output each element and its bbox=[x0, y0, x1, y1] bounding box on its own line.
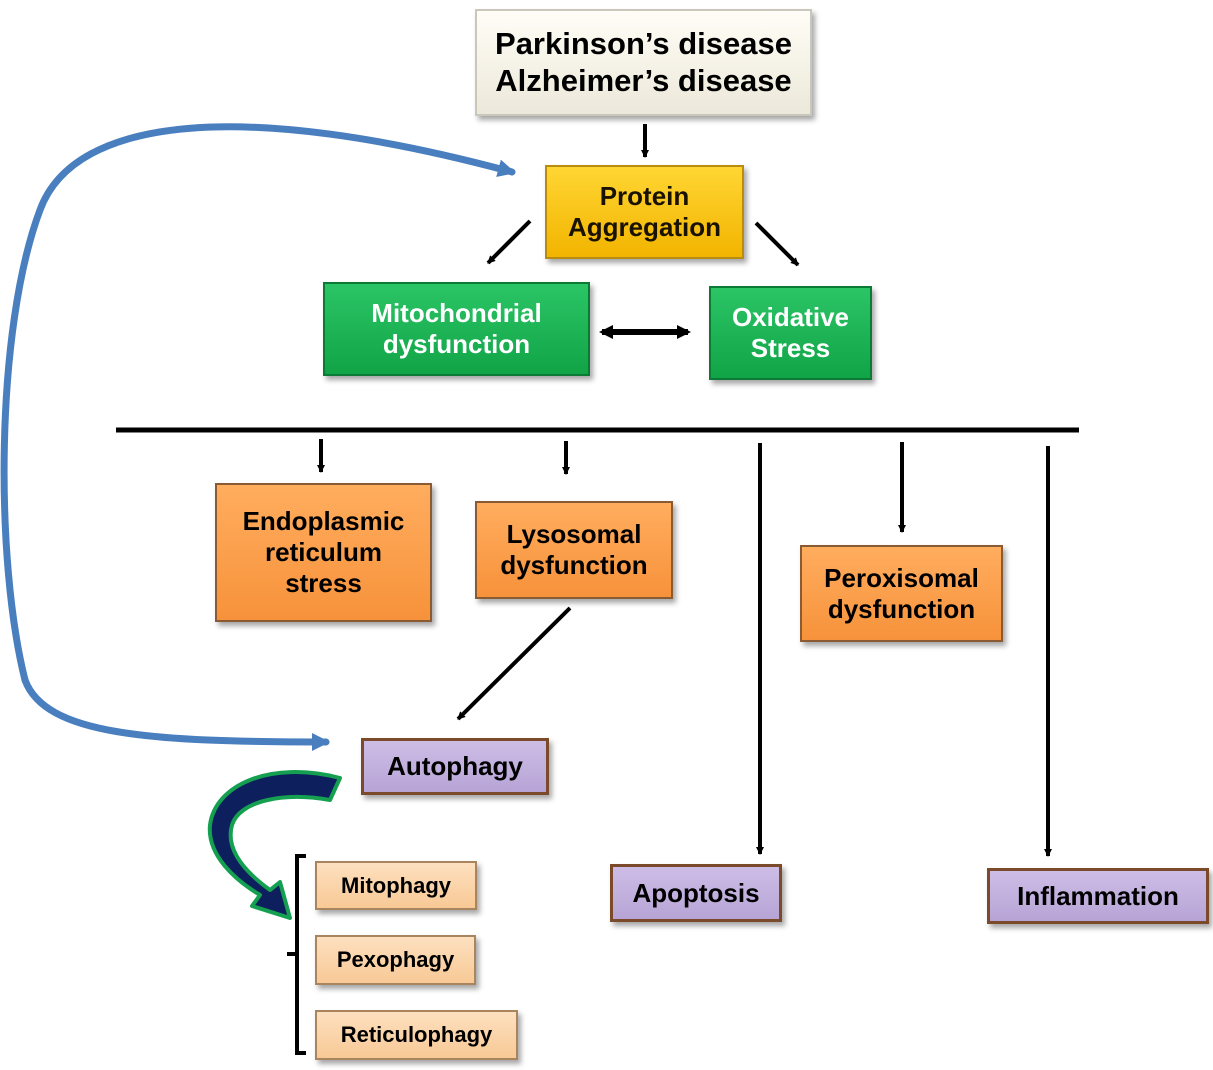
inflammation-label: Inflammation bbox=[1017, 880, 1179, 911]
peroxisomal-line-1: Peroxisomal bbox=[824, 562, 979, 593]
feedback-arrow-to-aggregation bbox=[0, 123, 516, 684]
mitophagy-box: Mitophagy bbox=[315, 861, 477, 910]
apoptosis-box: Apoptosis bbox=[610, 864, 782, 922]
er-stress-line-2: reticulum bbox=[264, 537, 383, 568]
reticulophagy-label: Reticulophagy bbox=[340, 1022, 493, 1048]
protein-aggregation-line-1: Protein bbox=[599, 181, 690, 212]
oxidative-stress-box: Oxidative Stress bbox=[709, 286, 872, 380]
protein-aggregation-line-2: Aggregation bbox=[567, 212, 722, 242]
autophagy-subtype-arrow bbox=[207, 770, 342, 920]
pexophagy-label: Pexophagy bbox=[336, 947, 455, 973]
oxidative-line-2: Stress bbox=[750, 333, 831, 363]
er-stress-box: Endoplasmic reticulum stress bbox=[215, 483, 432, 622]
mitochondrial-dysfunction-box: Mitochondrial dysfunction bbox=[323, 282, 590, 376]
autophagy-label: Autophagy bbox=[387, 751, 523, 782]
diseases-line-1: Parkinson’s disease bbox=[495, 25, 792, 61]
autophagy-box: Autophagy bbox=[361, 738, 549, 795]
arrow-aggregation-to-mitochondrial bbox=[486, 219, 532, 265]
lysosomal-line-1: Lysosomal bbox=[506, 519, 642, 550]
subtype-bracket bbox=[287, 854, 306, 1055]
er-stress-line-3: stress bbox=[285, 567, 362, 598]
arrow-aggregation-to-oxidative bbox=[754, 221, 800, 267]
mitophagy-label: Mitophagy bbox=[341, 872, 451, 898]
arrow-lysosomal-to-autophagy bbox=[456, 606, 572, 721]
oxidative-line-1: Oxidative bbox=[731, 302, 850, 333]
inflammation-box: Inflammation bbox=[987, 868, 1209, 924]
lysosomal-line-2: dysfunction bbox=[500, 550, 648, 580]
mitochondrial-line-1: Mitochondrial bbox=[371, 298, 542, 329]
feedback-arrow-to-autophagy bbox=[21, 676, 330, 751]
diseases-line-2: Alzheimer’s disease bbox=[495, 62, 792, 98]
er-stress-line-1: Endoplasmic bbox=[242, 506, 405, 537]
apoptosis-label: Apoptosis bbox=[632, 877, 760, 908]
peroxisomal-line-2: dysfunction bbox=[827, 593, 976, 624]
pexophagy-box: Pexophagy bbox=[315, 935, 476, 985]
protein-aggregation-box: Protein Aggregation bbox=[545, 165, 744, 259]
reticulophagy-box: Reticulophagy bbox=[315, 1010, 518, 1060]
diseases-box: Parkinson’s disease Alzheimer’s disease bbox=[475, 9, 812, 116]
mitochondrial-line-2: dysfunction bbox=[382, 329, 531, 359]
lysosomal-dysfunction-box: Lysosomal dysfunction bbox=[475, 501, 673, 599]
peroxisomal-dysfunction-box: Peroxisomal dysfunction bbox=[800, 545, 1003, 642]
